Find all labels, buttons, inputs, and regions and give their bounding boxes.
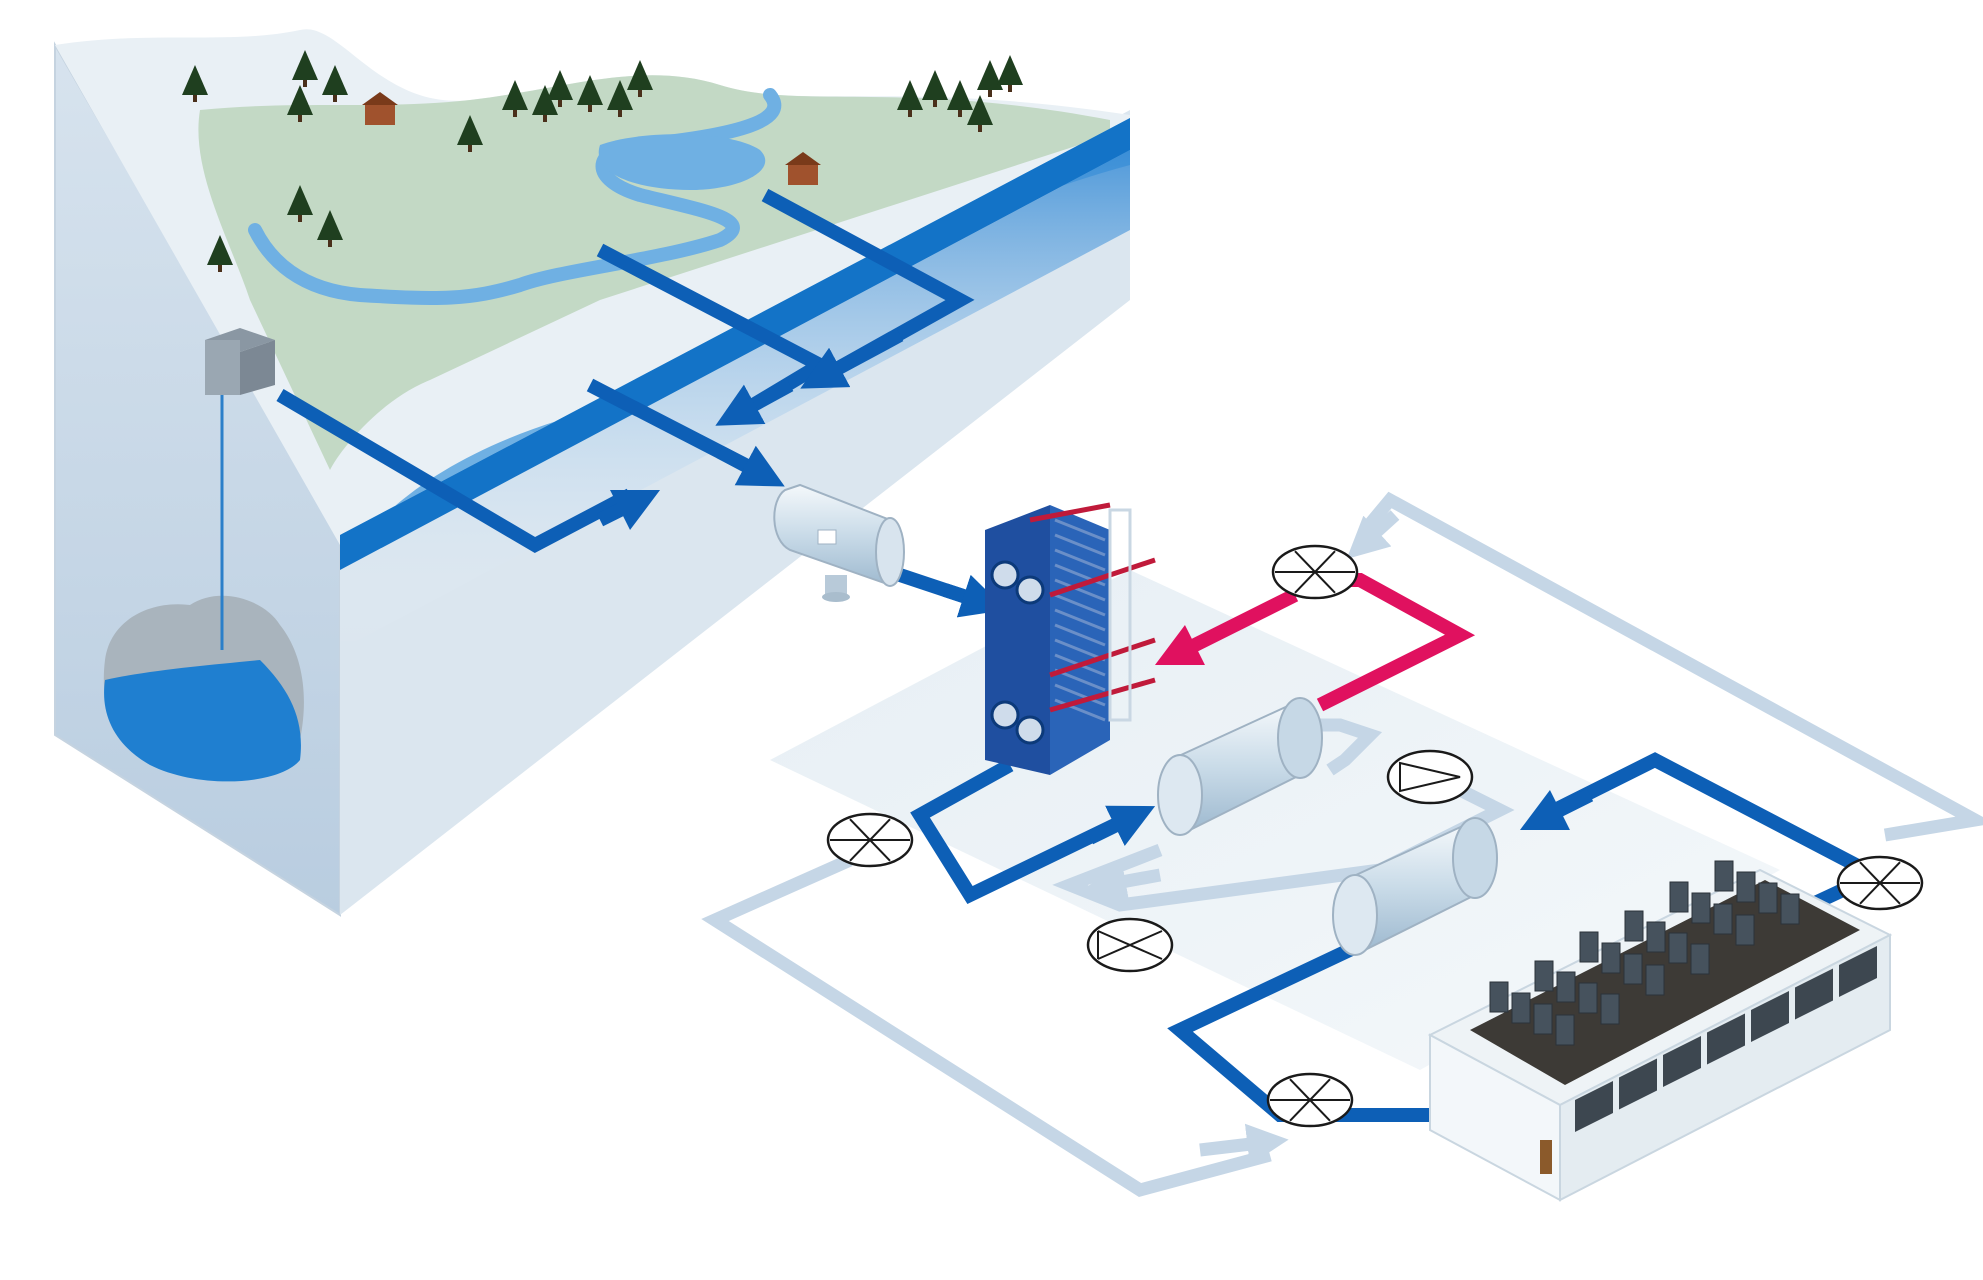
underground-reservoir — [104, 660, 301, 782]
chiller-upper — [1157, 697, 1323, 836]
return-arrow-bottom — [1199, 1123, 1289, 1166]
server-rack — [1645, 964, 1665, 996]
valve-center-pump — [1386, 749, 1474, 805]
river-pool — [598, 134, 766, 190]
valve-bottom — [1266, 1072, 1354, 1128]
arrow-to-strainer — [716, 445, 785, 487]
server-rack — [1511, 992, 1531, 1024]
data-center-windows — [1575, 946, 1877, 1132]
server-rack — [1780, 893, 1800, 925]
valves — [826, 544, 1924, 1128]
server-racks — [1489, 860, 1800, 1046]
tree — [977, 60, 1003, 97]
server-rack — [1556, 971, 1576, 1003]
server-rack — [1690, 943, 1710, 975]
forest — [182, 50, 1023, 272]
server-rack — [1713, 903, 1733, 935]
server-rack — [1600, 993, 1620, 1025]
arrow-to-chiller — [1086, 805, 1156, 846]
tree — [207, 235, 233, 272]
data-center-window — [1663, 1036, 1701, 1087]
server-rack — [1736, 871, 1756, 903]
tree — [947, 80, 973, 117]
tree — [897, 80, 923, 117]
pipe-datacenter-return — [1541, 752, 1891, 917]
server-rack — [1646, 921, 1666, 953]
data-center-window — [1707, 1013, 1745, 1065]
data-center — [1427, 860, 1893, 1202]
pipe-exchanger-to-chiller — [910, 758, 1129, 905]
tree — [182, 65, 208, 102]
tree — [997, 55, 1023, 92]
data-center-window — [1795, 968, 1833, 1020]
chiller-lower — [1332, 817, 1498, 956]
return-pipe-outer — [701, 854, 1272, 1198]
tree — [577, 75, 603, 112]
data-center-window — [1575, 1081, 1613, 1132]
arrow-lake-2 — [800, 328, 904, 389]
tree — [922, 70, 948, 107]
pump-house — [205, 328, 275, 650]
data-center-window — [1751, 991, 1789, 1042]
server-rack — [1669, 881, 1689, 913]
valve-top — [1271, 544, 1359, 600]
server-rack — [1534, 960, 1554, 992]
pipe-reservoir-to-lake — [276, 388, 634, 554]
server-rack — [1533, 1003, 1553, 1035]
tree — [457, 115, 483, 152]
server-rack — [1735, 914, 1755, 946]
lake-edge — [340, 118, 1130, 570]
tree — [607, 80, 633, 117]
flow-arrows — [596, 328, 1594, 1142]
return-pipe-outer-right — [1360, 491, 1983, 842]
server-rack — [1601, 942, 1621, 974]
arrow-to-exchanger — [942, 574, 1007, 618]
tree — [287, 185, 313, 222]
tree — [627, 60, 653, 97]
arrow-datacenter-return — [1519, 788, 1594, 831]
return-arrow-inner — [1084, 860, 1162, 902]
arrow-hot-to-exchanger — [1154, 588, 1299, 666]
tree — [532, 85, 558, 122]
tree — [322, 65, 348, 102]
valve-left — [826, 812, 914, 868]
server-rack — [1489, 981, 1509, 1013]
cabin — [785, 152, 821, 185]
tree — [287, 85, 313, 122]
server-rack — [1623, 953, 1643, 985]
server-rack — [1714, 860, 1734, 892]
tree — [967, 95, 993, 132]
server-rack — [1758, 882, 1778, 914]
tree — [547, 70, 573, 107]
valve-right — [1836, 855, 1924, 911]
data-center-window — [1839, 946, 1877, 997]
data-center-door — [1540, 1140, 1552, 1174]
arrow-to-lake — [596, 489, 661, 531]
valve-center-lower — [1086, 917, 1174, 973]
intake-strainer — [773, 483, 905, 602]
data-center-wall-left — [1429, 1033, 1561, 1202]
server-rack — [1624, 910, 1644, 942]
server-rack — [1668, 932, 1688, 964]
arrow-lake-1 — [715, 378, 794, 426]
server-rack — [1555, 1014, 1575, 1046]
data-center-window — [1619, 1058, 1657, 1110]
server-rack — [1579, 931, 1599, 963]
cabin — [362, 92, 398, 125]
server-rack — [1578, 982, 1598, 1014]
return-arrow-top — [1346, 510, 1400, 559]
server-rack — [1691, 892, 1711, 924]
tree — [317, 210, 343, 247]
tree — [292, 50, 318, 87]
tree — [502, 80, 528, 117]
plate-heat-exchanger — [985, 502, 1156, 775]
